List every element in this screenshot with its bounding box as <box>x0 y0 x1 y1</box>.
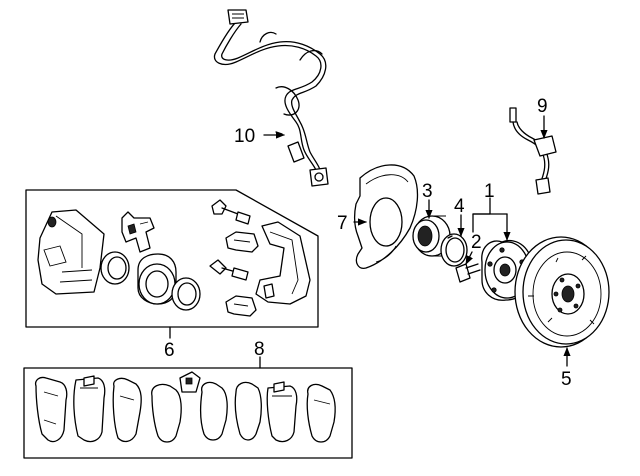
caliper-kit-box <box>25 189 319 328</box>
pad-clip-icon <box>121 211 155 253</box>
shim-icon <box>225 231 259 317</box>
caliper-piston-icon <box>137 253 177 305</box>
guide-bolt-icon <box>209 199 251 281</box>
abs-wire-harness-icon <box>213 9 329 187</box>
callout-3: 3 <box>422 181 433 202</box>
callout-2: 2 <box>471 232 482 253</box>
piston-boot-icon <box>171 277 201 311</box>
dust-shield-icon <box>354 164 419 269</box>
brake-pad-icon <box>34 371 336 443</box>
callout-6: 6 <box>164 340 175 361</box>
callout-7: 7 <box>337 213 348 234</box>
callout-4: 4 <box>454 196 465 217</box>
leader-lines <box>169 115 571 369</box>
callout-9: 9 <box>537 96 548 117</box>
caliper-bracket-icon <box>255 221 311 305</box>
brake-rotor-icon <box>514 236 610 348</box>
callout-10: 10 <box>234 126 255 147</box>
snap-ring-icon <box>440 233 468 267</box>
callout-5: 5 <box>561 369 572 390</box>
caliper-seal-icon <box>100 251 130 285</box>
wheel-bearing-icon <box>412 215 451 257</box>
pad-kit-box <box>23 367 353 459</box>
callout-1: 1 <box>484 181 495 202</box>
abs-sensor-icon <box>509 107 557 195</box>
hub-bolt-icon <box>455 263 481 283</box>
callout-8: 8 <box>254 339 265 360</box>
caliper-icon <box>37 209 105 295</box>
